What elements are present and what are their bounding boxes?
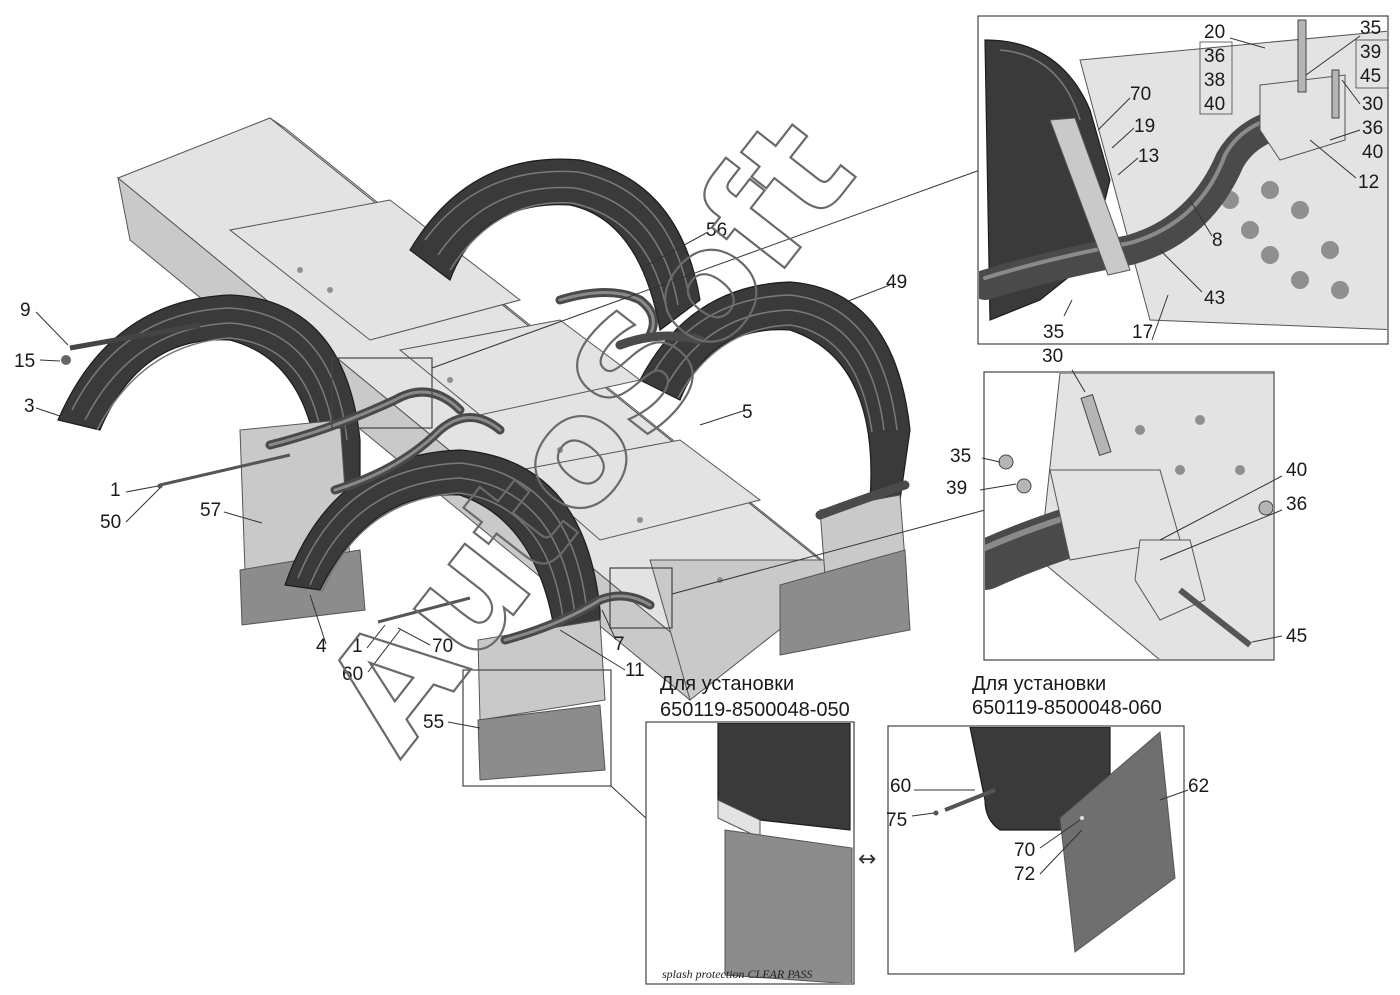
callout-70: 70 (432, 636, 453, 657)
callout-d2-39: 39 (946, 478, 967, 499)
fender-rear-right (639, 281, 911, 656)
callout-3: 3 (24, 396, 35, 417)
callout-d1-40b: 40 (1362, 142, 1383, 163)
callout-60: 60 (342, 664, 363, 685)
callout-d1-20: 20 (1204, 22, 1225, 43)
callout-49: 49 (886, 272, 907, 293)
callout-d2-30: 30 (1042, 346, 1063, 367)
callout-7: 7 (614, 634, 625, 655)
callout-d1-19: 19 (1134, 116, 1155, 137)
callout-d3-62: 62 (1188, 776, 1209, 797)
callout-d1-38: 38 (1204, 70, 1225, 91)
callout-d3-70: 70 (1014, 840, 1035, 861)
zoom-box-lower (609, 567, 673, 629)
main-assembly (57, 117, 911, 787)
fender-rear-left (409, 158, 701, 332)
callout-d1-70: 70 (1130, 84, 1151, 105)
zoom-box-flap (462, 669, 612, 787)
callout-d1-8: 8 (1212, 230, 1223, 251)
fender-front-right (284, 449, 606, 781)
detail-middle-leaders (979, 369, 1283, 643)
detail-middle-callouts: 30 35 39 40 36 45 (946, 346, 1307, 647)
callout-5: 5 (742, 402, 753, 423)
caption-left-line2: 650119-8500048-050 (660, 699, 850, 721)
callout-d2-36: 36 (1286, 494, 1307, 515)
callout-50: 50 (100, 512, 121, 533)
zoom-box-upper (331, 357, 433, 429)
detail-frame-flap-050 (645, 721, 855, 985)
callout-d1-39: 39 (1360, 42, 1381, 63)
caption-right-line2: 650119-8500048-060 (972, 697, 1162, 719)
callout-d3-72: 72 (1014, 864, 1035, 885)
detail-upper-callouts: 20 36 38 40 35 39 45 30 36 40 12 70 19 1… (1043, 18, 1383, 343)
washer-50 (157, 483, 163, 489)
detail-flap-060-callouts: 60 75 62 70 72 (886, 776, 1209, 885)
callout-d2-35: 35 (950, 446, 971, 467)
detail-upper-leaders (1063, 35, 1389, 341)
callout-56: 56 (706, 220, 727, 241)
callout-d1-35: 35 (1360, 18, 1381, 39)
swap-arrow: ↔ (858, 847, 876, 872)
rod-1-right (377, 596, 471, 624)
rod-9 (69, 322, 201, 351)
callout-d1-36b: 36 (1362, 118, 1383, 139)
callout-d1-43: 43 (1204, 288, 1225, 309)
callout-55: 55 (423, 712, 444, 733)
caption-right-line1: Для установки (972, 673, 1106, 695)
callout-d1-30: 30 (1362, 94, 1383, 115)
callout-11: 11 (625, 660, 645, 681)
bottom-note: splash protection CLEAR PASS (662, 967, 812, 981)
inset-captions: Для установки 650119-8500048-050 Для уст… (660, 673, 1162, 721)
callout-d2-40: 40 (1286, 460, 1307, 481)
nut-15 (61, 355, 71, 365)
mounting-tubes (265, 288, 910, 645)
caption-left-line1: Для установки (660, 673, 794, 695)
callout-d1-40: 40 (1204, 94, 1225, 115)
callout-d1-45: 45 (1360, 66, 1381, 87)
callout-d3-75: 75 (886, 810, 907, 831)
detail-frame-flap-060 (887, 725, 1185, 975)
callout-d2-45: 45 (1286, 626, 1307, 647)
rod-1-left (159, 453, 291, 487)
main-callouts: 9 15 3 1 50 57 4 1 60 70 55 11 7 5 49 56 (14, 220, 907, 733)
callout-1-left: 1 (110, 480, 121, 501)
main-leaders (35, 169, 986, 821)
callout-1-right: 1 (352, 636, 363, 657)
callout-d1-36: 36 (1204, 46, 1225, 67)
callout-d1-12: 12 (1358, 172, 1379, 193)
callout-d1-13: 13 (1138, 146, 1159, 167)
callout-57: 57 (200, 500, 221, 521)
detail-frame-upper (977, 15, 1389, 345)
callout-d1-35b: 35 (1043, 322, 1064, 343)
callout-d3-60: 60 (890, 776, 911, 797)
callout-15: 15 (14, 351, 35, 372)
callout-4: 4 (316, 636, 327, 657)
callout-9: 9 (20, 300, 31, 321)
detail-frame-middle (983, 371, 1275, 661)
callout-d1-17: 17 (1132, 322, 1153, 343)
detail-flap-060-leaders (911, 789, 1189, 875)
